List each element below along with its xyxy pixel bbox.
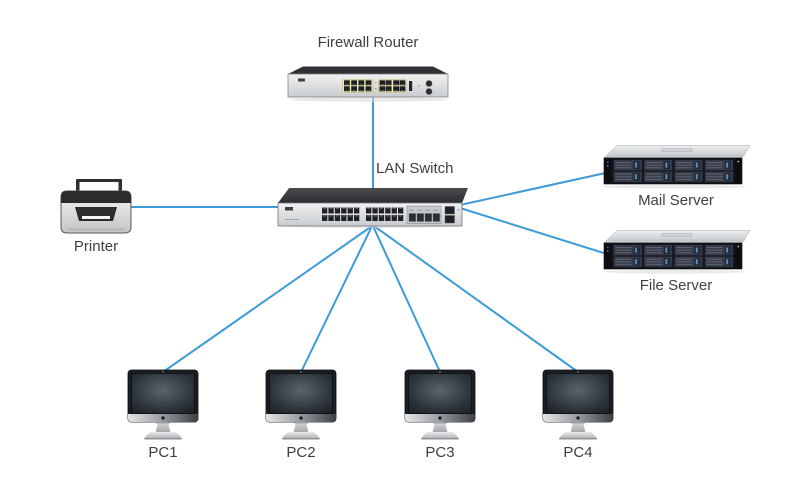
server-icon	[600, 227, 752, 275]
edge-switch-file-server	[459, 207, 611, 256]
pc-icon	[404, 369, 476, 440]
file-server-label: File Server	[639, 277, 713, 294]
lan-switch-label: LAN Switch	[376, 160, 454, 177]
pc3-label: PC3	[425, 444, 455, 461]
pc1-label: PC1	[148, 444, 178, 461]
server-icon	[600, 142, 752, 190]
edge-switch-pc4	[373, 225, 579, 373]
pc-icon	[265, 369, 337, 440]
pc2-node: PC2	[265, 368, 337, 461]
switch-icon	[277, 188, 468, 228]
edge-switch-pc2	[300, 225, 373, 373]
mail-server-label: Mail Server	[638, 192, 714, 209]
lan-switch-node	[276, 185, 468, 229]
pc3-node: PC3	[404, 368, 476, 461]
firewall-router-node	[286, 65, 450, 103]
router-icon	[287, 66, 449, 102]
file-server-node: File Server	[600, 227, 752, 294]
printer-node: Printer	[58, 176, 134, 255]
mail-server-node: Mail Server	[600, 142, 752, 209]
printer-label: Printer	[73, 238, 119, 255]
edge-switch-pc3	[372, 225, 441, 373]
pc4-node: PC4	[542, 368, 614, 461]
printer-icon	[60, 179, 132, 234]
edge-switch-mail-server	[459, 171, 611, 206]
pc-icon	[542, 369, 614, 440]
pc1-node: PC1	[127, 368, 199, 461]
firewall-router-label: Firewall Router	[317, 34, 419, 51]
pc4-label: PC4	[563, 444, 593, 461]
pc2-label: PC2	[286, 444, 316, 461]
edge-switch-pc1	[162, 225, 373, 373]
pc-icon	[127, 369, 199, 440]
